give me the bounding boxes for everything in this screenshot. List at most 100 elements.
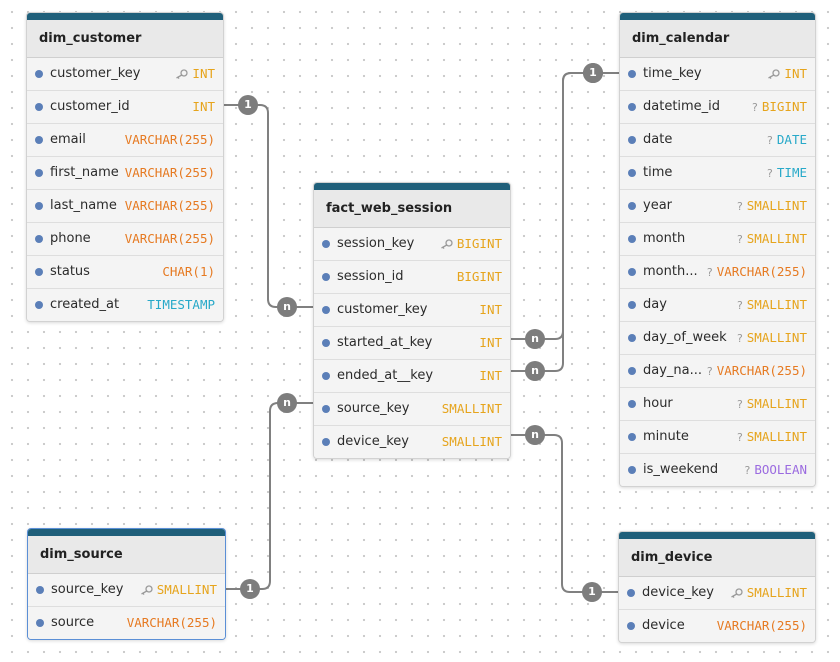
column-row-day-na[interactable]: day_na...?VARCHAR(255) [620,355,815,388]
column-type: SMALLINT [746,330,807,345]
column-type: SMALLINT [746,585,807,600]
column-row-month[interactable]: month...?VARCHAR(255) [620,256,815,289]
column-name: session_id [337,269,404,284]
cardinality-badge-to_card: n [525,361,545,381]
column-type: INT [784,66,807,81]
column-row-month[interactable]: month?SMALLINT [620,223,815,256]
column-row-day-of-week[interactable]: day_of_week?SMALLINT [620,322,815,355]
column-row-is-weekend[interactable]: is_weekend?BOOLEAN [620,454,815,486]
table-header-bar [620,13,815,20]
column-row-time[interactable]: time?TIME [620,157,815,190]
relationship-dim-device-device-key[interactable] [509,434,618,593]
column-type-group: ?BIGINT [752,91,807,124]
question-mark-icon: ? [706,266,713,279]
column-row-ended-at-key[interactable]: ended_at__key INT [314,360,510,393]
column-row-day[interactable]: day?SMALLINT [620,289,815,322]
table-title[interactable]: dim_calendar [620,20,815,58]
column-row-datetime-id[interactable]: datetime_id ?BIGINT [620,91,815,124]
table-title[interactable]: fact_web_session [314,190,510,228]
relationship-dim-calendar-ended-at-key[interactable] [509,72,619,372]
column-row-first-name[interactable]: first_name VARCHAR(255) [27,157,223,190]
column-name: month [643,231,686,246]
column-name: customer_id [50,99,130,114]
key-icon [730,587,743,600]
column-type: SMALLINT [441,401,502,416]
column-dot-icon [322,339,330,347]
column-dot-icon [628,235,636,243]
column-name: first_name [50,165,119,180]
column-type: SMALLINT [746,231,807,246]
table-title[interactable]: dim_source [28,536,225,574]
column-dot-icon [322,405,330,413]
column-dot-icon [628,70,636,78]
column-type: INT [479,302,502,317]
column-dot-icon [628,466,636,474]
column-dot-icon [627,622,635,630]
column-row-time-key[interactable]: time_key INT [620,58,815,91]
column-type-group: ?BOOLEAN [744,454,807,486]
column-row-customer-id[interactable]: customer_id INT [27,91,223,124]
column-dot-icon [35,202,43,210]
column-type: VARCHAR(255) [124,165,215,180]
column-dot-icon [35,268,43,276]
column-type-group: ?DATE [767,124,807,157]
column-name: datetime_id [643,99,721,114]
table-dim-calendar[interactable]: dim_calendar time_key INT datetime_id ?BIGIN… [619,12,816,487]
question-mark-icon: ? [736,398,743,411]
column-type-group: SMALLINT [730,577,807,610]
key-icon [440,238,453,251]
table-header-bar [28,529,225,536]
table-title[interactable]: dim_device [619,539,815,577]
column-name: device_key [337,434,409,449]
column-type: INT [479,368,502,383]
cardinality-badge-from_card: 1 [583,63,603,83]
relationship-dim-customer-customer-key[interactable] [222,104,313,308]
relationship-dim-source-source-key[interactable] [224,402,313,590]
column-dot-icon [35,235,43,243]
column-type: SMALLINT [746,396,807,411]
column-row-minute[interactable]: minute?SMALLINT [620,421,815,454]
column-type: VARCHAR(255) [124,231,215,246]
column-name: device [642,618,685,633]
column-row-year[interactable]: year?SMALLINT [620,190,815,223]
table-title[interactable]: dim_customer [27,20,223,58]
column-type: INT [192,99,215,114]
column-type-group: TIMESTAMP [147,289,215,321]
column-row-device[interactable]: device VARCHAR(255) [619,610,815,642]
column-type-group: INT [175,58,215,91]
column-type: BOOLEAN [754,462,807,477]
column-name: ended_at__key [337,368,434,383]
column-type-group: ?SMALLINT [737,322,807,355]
column-row-hour[interactable]: hour?SMALLINT [620,388,815,421]
column-type-group: INT [767,58,807,91]
column-type-group: BIGINT [440,228,502,261]
column-type-group: VARCHAR(255) [716,610,807,642]
column-name: time [643,165,673,180]
column-row-date[interactable]: date?DATE [620,124,815,157]
cardinality-badge-to_card: n [277,297,297,317]
column-name: time_key [643,66,702,81]
column-type: VARCHAR(255) [716,618,807,633]
column-type: SMALLINT [441,434,502,449]
column-dot-icon [322,306,330,314]
column-row-device-key[interactable]: device_key SMALLINT [314,426,510,458]
column-type: VARCHAR(255) [124,132,215,147]
